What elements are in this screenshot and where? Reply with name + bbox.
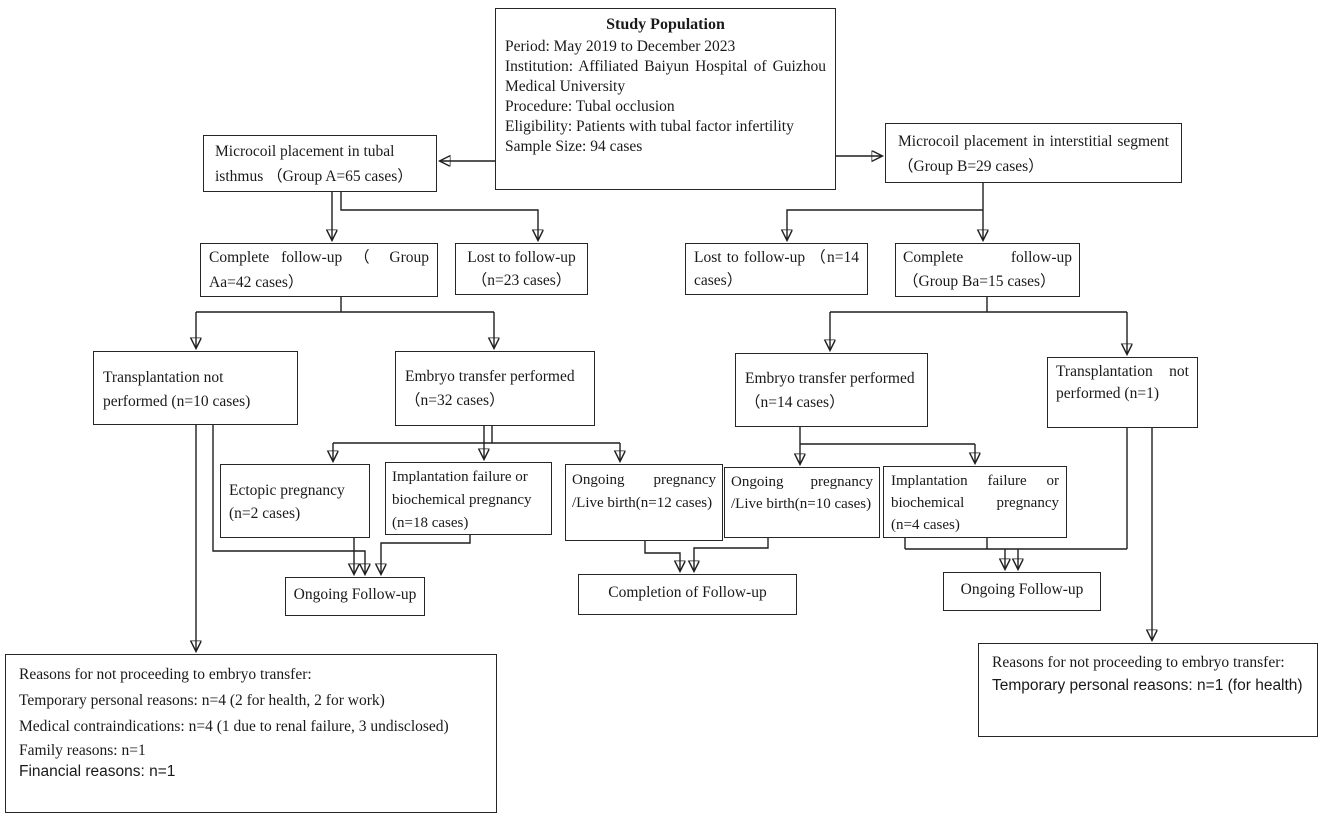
study-line-institution: Institution: Affiliated Baiyun Hospital …: [505, 58, 826, 95]
node-embryo-transfer-performed-a: Embryo transfer performed （n=32 cases）: [395, 351, 595, 426]
reasons-a-financial: Financial reasons: n=1: [19, 763, 176, 780]
reasons-a-heading: Reasons for not proceeding to embryo tra…: [19, 666, 312, 683]
node-ongoing-followup-right: Ongoing Follow-up: [943, 572, 1101, 611]
reasons-b-temporary: Temporary personal reasons: n=1 (for hea…: [992, 677, 1303, 694]
reasons-a-medical: Medical contraindications: n=4 (1 due to…: [19, 718, 449, 735]
node-embryo-transfer-performed-b: Embryo transfer performed （n=14 cases）: [735, 353, 928, 427]
node-complete-followup-group-aa: Complete follow-up （ Group Aa=42 cases）: [200, 243, 438, 297]
study-line-eligibility: Eligibility: Patients with tubal factor …: [505, 118, 794, 135]
study-line-period: Period: May 2019 to December 2023: [505, 38, 736, 55]
node-transplantation-not-performed-a: Transplantation not performed (n=10 case…: [93, 351, 298, 425]
node-complete-followup-group-ba: Complete follow-up （Group Ba=15 cases）: [895, 243, 1080, 297]
node-lost-to-followup-a: Lost to follow-up （n=23 cases）: [455, 243, 588, 295]
node-ongoing-followup-left: Ongoing Follow-up: [285, 577, 425, 616]
reasons-a-family: Family reasons: n=1: [19, 742, 146, 759]
arrow-ongoing-preg-a-to-completion: [644, 541, 680, 571]
node-reasons-not-proceeding-b: Reasons for not proceeding to embryo tra…: [978, 643, 1318, 737]
node-group-b-interstitial-segment: Microcoil placement in interstitial segm…: [885, 123, 1182, 183]
arrow-implant-a-to-ongoing-fu-a: [381, 535, 471, 574]
arrow-group-b-to-lost-b: [787, 209, 983, 240]
node-completion-of-followup: Completion of Follow-up: [578, 574, 797, 615]
arrow-group-a-to-lost-a: [340, 192, 538, 240]
study-population-title: Study Population: [606, 16, 725, 33]
study-line-sample-size: Sample Size: 94 cases: [505, 138, 643, 155]
node-ongoing-pregnancy-live-birth-a: Ongoing pregnancy /Live birth(n=12 cases…: [565, 464, 723, 541]
reasons-b-heading: Reasons for not proceeding to embryo tra…: [992, 654, 1285, 671]
node-study-population: Study Population Period: May 2019 to Dec…: [495, 8, 836, 190]
node-implantation-failure-b: Implantation failure or biochemical preg…: [883, 466, 1067, 538]
study-line-procedure: Procedure: Tubal occlusion: [505, 98, 675, 115]
reasons-a-temporary: Temporary personal reasons: n=4 (2 for h…: [19, 692, 385, 709]
node-implantation-failure-a: Implantation failure or biochemical preg…: [385, 462, 552, 535]
node-transplantation-not-performed-b: Transplantation not performed (n=1): [1047, 357, 1198, 428]
arrow-transplant-a-to-ongoing-fu-a: [212, 425, 365, 574]
node-reasons-not-proceeding-a: Reasons for not proceeding to embryo tra…: [5, 654, 497, 813]
node-lost-to-followup-b: Lost to follow-up （n=14 cases）: [685, 243, 868, 295]
arrow-ongoing-preg-b-to-completion: [694, 538, 769, 571]
node-ongoing-pregnancy-live-birth-b: Ongoing pregnancy /Live birth(n=10 cases…: [724, 467, 880, 538]
node-group-a-tubal-isthmus: Microcoil placement in tubal isthmus （Gr…: [203, 135, 437, 192]
node-ectopic-pregnancy: Ectopic pregnancy (n=2 cases): [220, 464, 370, 538]
